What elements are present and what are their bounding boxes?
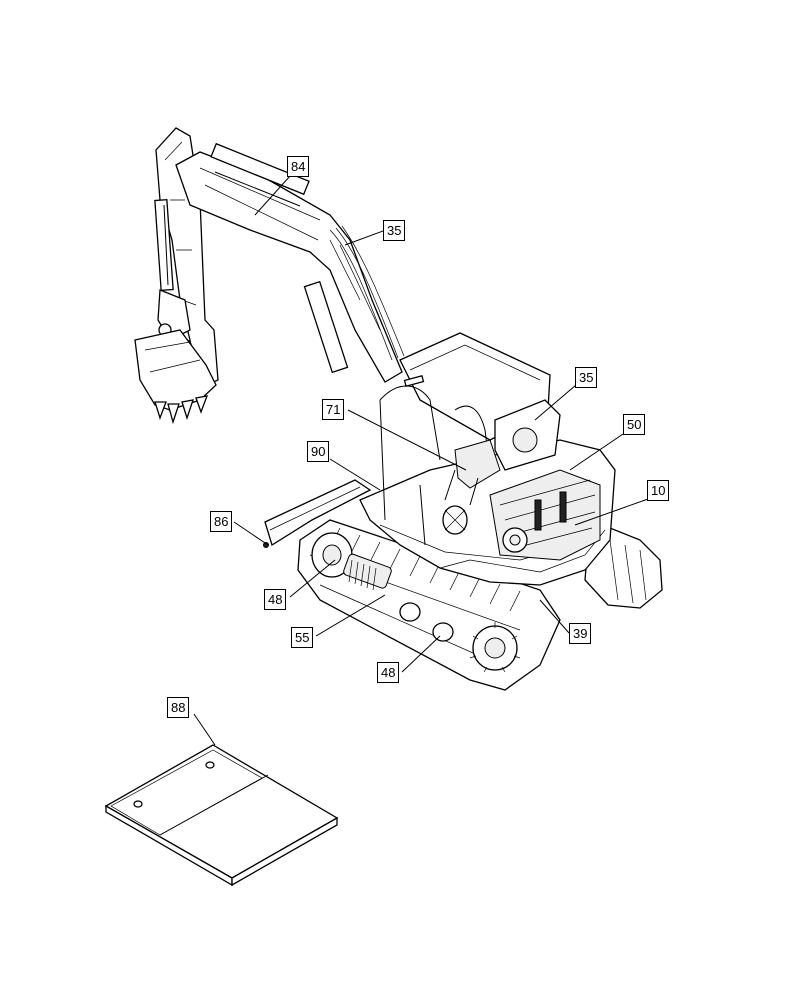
engine-compartment [489,469,601,561]
callout-48-rear[interactable]: 48 [377,662,400,683]
callout-48-front[interactable]: 48 [264,589,287,610]
callout-35-cab[interactable]: 35 [575,367,598,388]
callout-71[interactable]: 71 [322,399,345,420]
callout-88[interactable]: 88 [167,697,190,718]
floor-mat [104,744,339,887]
callout-35-boom[interactable]: 35 [383,220,406,241]
boom-arm-assembly [134,127,405,425]
leader-lines [193,175,649,746]
drive-sprocket [469,622,521,673]
callout-90[interactable]: 90 [307,441,330,462]
upper-structure [359,332,616,586]
callout-50[interactable]: 50 [623,414,646,435]
callout-10[interactable]: 10 [647,480,670,501]
callout-84[interactable]: 84 [287,156,310,177]
dozer-blade [263,479,372,548]
callout-86[interactable]: 86 [210,511,233,532]
callout-55[interactable]: 55 [291,627,314,648]
undercarriage [263,479,663,691]
bucket-teeth [154,395,209,425]
callout-39[interactable]: 39 [569,623,592,644]
